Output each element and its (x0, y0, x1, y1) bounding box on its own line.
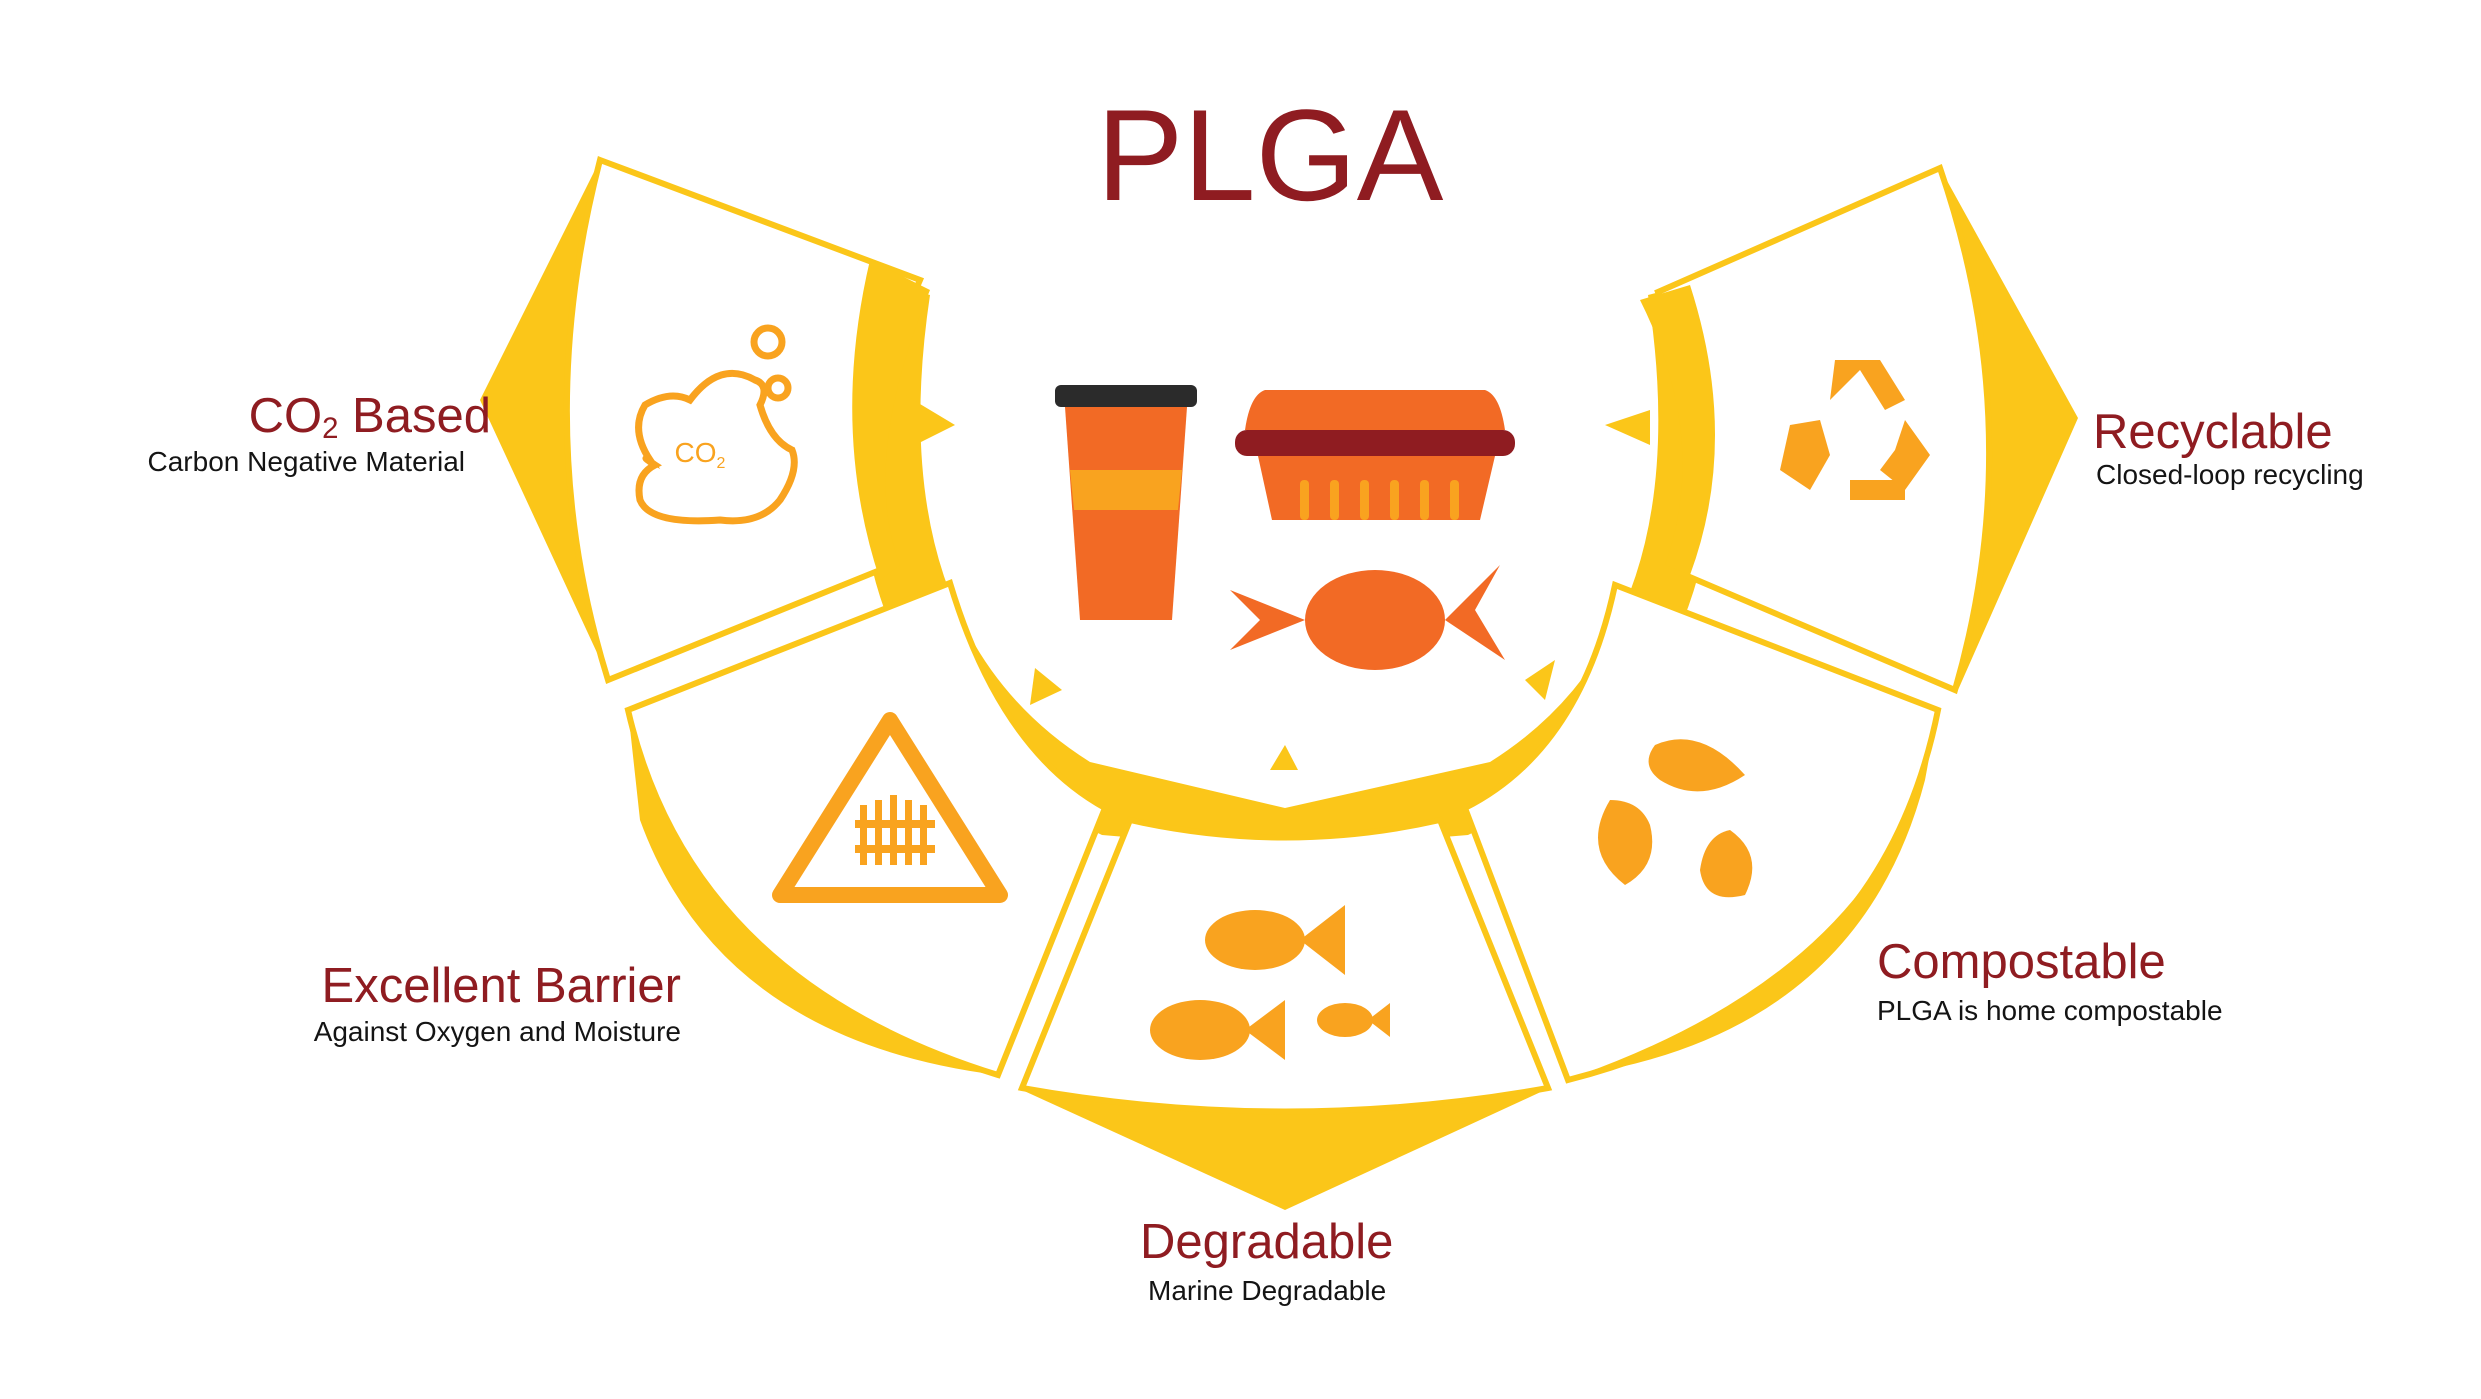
feature-panel-co2 (480, 156, 930, 685)
co2-cloud-icon: CO2 (635, 324, 798, 525)
feature-title-barrier: Excellent Barrier (321, 959, 681, 1013)
feature-title-co2: CO2 Based (248, 389, 491, 445)
feature-title-compostable: Compostable (1877, 935, 2166, 989)
food-container-icon (1235, 390, 1515, 520)
leaves-cycle-icon (1598, 739, 1753, 898)
feature-panel-compostable (1461, 580, 1942, 1084)
co2-title-sub: 2 (322, 411, 339, 445)
recycle-icon (1780, 360, 1930, 500)
co2-icon-text: CO (675, 437, 717, 468)
barrier-warning-icon (772, 712, 1008, 903)
page-title: PLGA (1097, 82, 1444, 228)
feature-title-recyclable: Recyclable (2093, 405, 2333, 459)
co2-icon-text-sub: 2 (717, 455, 726, 472)
feature-title-degradable: Degradable (1140, 1215, 1394, 1269)
svg-text:CO2: CO2 (675, 437, 726, 472)
candy-icon (1230, 565, 1505, 670)
co2-title-rest: Based (338, 389, 491, 443)
feature-subtitle-co2: Carbon Negative Material (147, 446, 466, 477)
feature-subtitle-barrier: Against Oxygen and Moisture (313, 1016, 681, 1047)
feature-panel-recyclable (1640, 163, 2078, 695)
feature-subtitle-recyclable: Closed-loop recycling (2096, 459, 2364, 490)
co2-title-main: CO (248, 389, 323, 443)
center-arc-ring (858, 282, 1716, 850)
coffee-cup-icon (1055, 385, 1197, 620)
feature-subtitle-compostable: PLGA is home compostable (1877, 995, 2223, 1026)
fish-icon (1150, 905, 1390, 1060)
feature-subtitle-degradable: Marine Degradable (1148, 1275, 1387, 1306)
